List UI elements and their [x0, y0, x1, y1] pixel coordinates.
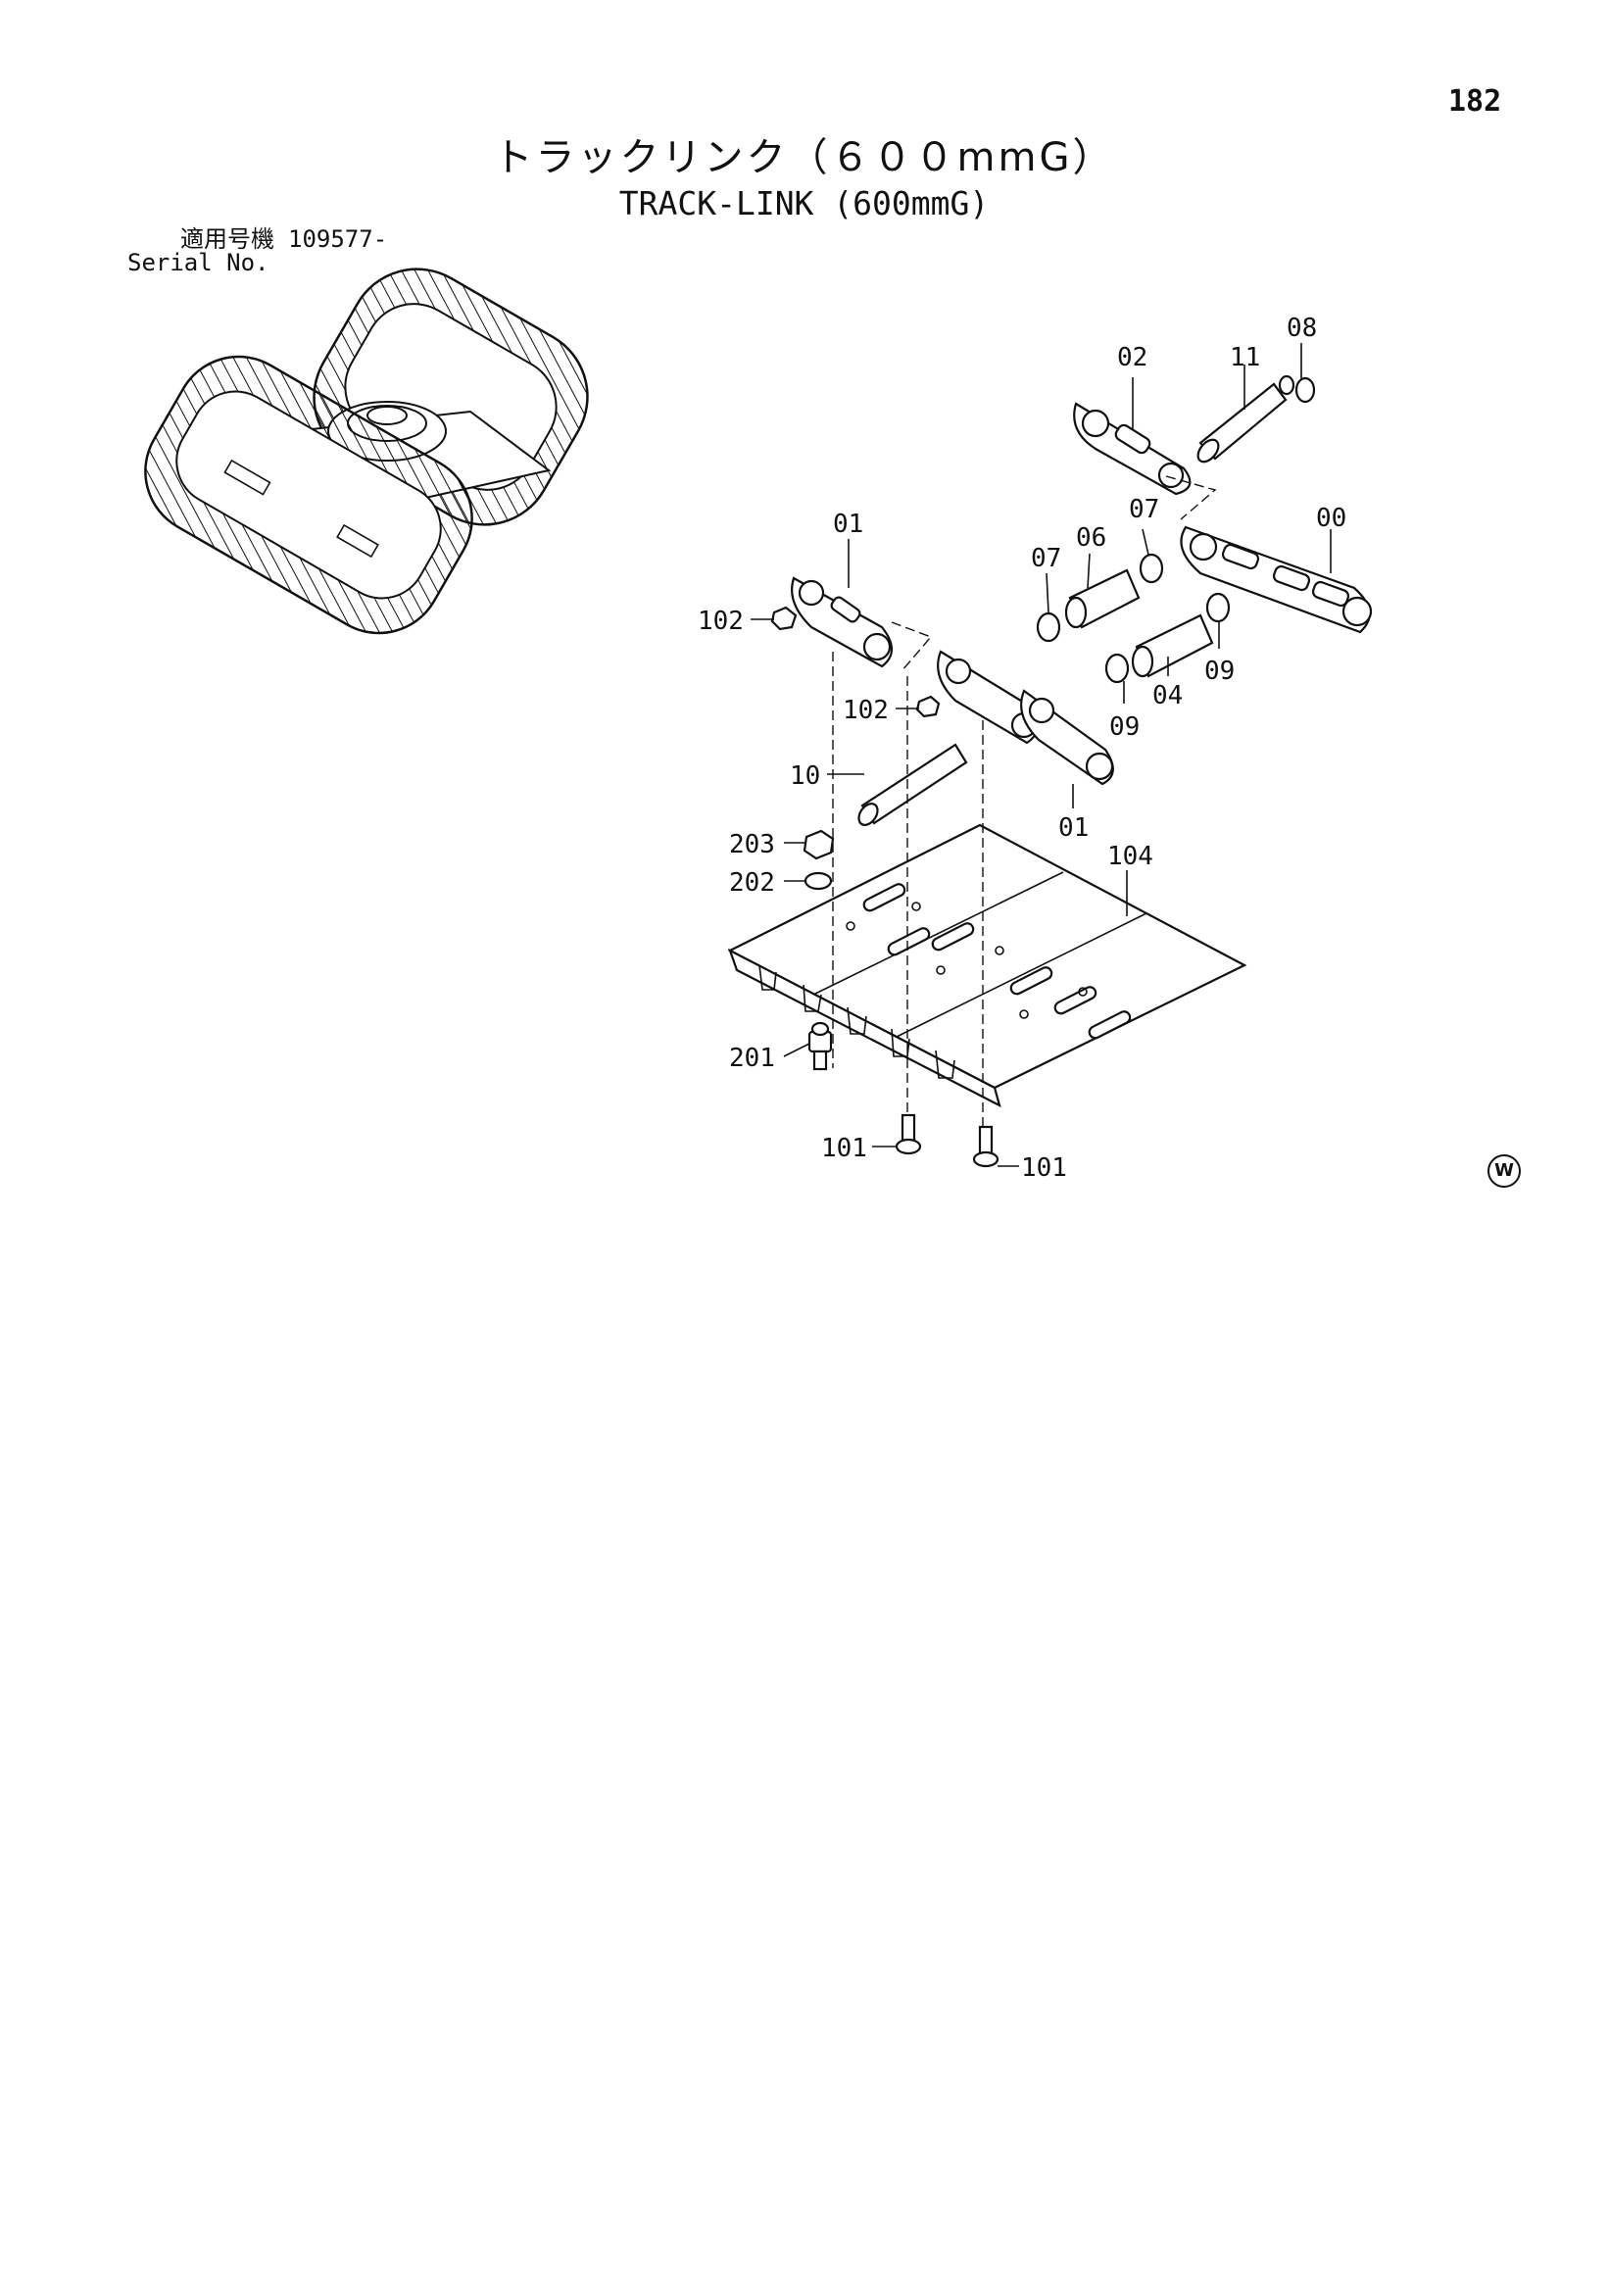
nut-part-203	[803, 829, 835, 860]
bushing-part-06	[1064, 568, 1141, 629]
callout-01-lower: 01	[1058, 813, 1089, 843]
callout-07-upper: 07	[1129, 495, 1159, 524]
bushing-part-04	[1131, 613, 1214, 678]
page-number: 182	[1448, 84, 1502, 119]
callout-04: 04	[1152, 681, 1183, 710]
washer-part-202	[804, 871, 833, 891]
seal-part-09-right	[1205, 592, 1231, 623]
callout-202: 202	[729, 868, 775, 898]
shoe-bolt-part-101-right	[972, 1125, 999, 1168]
serial-label-english: Serial No.	[127, 249, 269, 276]
callout-02: 02	[1117, 343, 1147, 372]
diagram-title-english: TRACK-LINK (600mmG)	[618, 184, 990, 222]
track-link-part-02	[1073, 402, 1192, 496]
callout-09-upper: 09	[1204, 657, 1235, 686]
track-link-part-01-upper	[791, 576, 894, 668]
callout-08: 08	[1287, 314, 1317, 343]
grease-fitting-part-201	[807, 1021, 833, 1071]
callout-104: 104	[1107, 842, 1153, 871]
callout-leader-lines	[751, 343, 1332, 1167]
seal-part-07-left	[1036, 611, 1061, 643]
callout-101-left: 101	[821, 1134, 867, 1163]
track-link-part-01-lower	[937, 650, 1114, 786]
callout-06: 06	[1076, 523, 1106, 553]
seal-part-09-left	[1104, 653, 1130, 684]
track-pin-part-11	[1196, 374, 1295, 464]
w-mark-symbol: W	[1487, 1154, 1521, 1188]
shoe-bolt-part-101-left	[895, 1113, 922, 1155]
callout-101-right: 101	[1021, 1153, 1067, 1183]
callout-203: 203	[729, 830, 775, 859]
track-link-part-00	[1180, 525, 1373, 634]
serial-label-japanese: 適用号機	[180, 225, 274, 253]
diagram-title-japanese: トラックリンク（６００mmG）	[493, 135, 1115, 180]
seal-part-07-right	[1139, 553, 1164, 584]
ring-part-08	[1294, 376, 1316, 404]
serial-number-block: 適用号機 109577- Serial No.	[127, 227, 387, 274]
callout-01-upper: 01	[833, 510, 863, 539]
callout-00: 00	[1316, 504, 1346, 533]
callout-201: 201	[729, 1044, 775, 1073]
serial-number-value: 109577-	[288, 225, 388, 253]
part-callout-labels: 02 11 08 07 00 06 07 01 102 102 09 09 04…	[698, 314, 1346, 1183]
track-pin-part-10	[857, 743, 968, 826]
nut-part-102-upper	[770, 606, 798, 631]
track-shoe-plate-part-104	[727, 823, 1247, 1108]
assembly-guide-lines	[832, 475, 1217, 1127]
nut-part-102-lower	[915, 695, 941, 718]
callout-09-lower: 09	[1109, 712, 1140, 742]
undercarriage-overview-illustration	[144, 268, 589, 635]
callout-102-lower: 102	[843, 696, 889, 725]
callout-102-upper: 102	[698, 607, 744, 636]
callout-10: 10	[790, 761, 820, 791]
callout-11: 11	[1230, 343, 1260, 372]
callout-07-lower: 07	[1031, 544, 1061, 573]
